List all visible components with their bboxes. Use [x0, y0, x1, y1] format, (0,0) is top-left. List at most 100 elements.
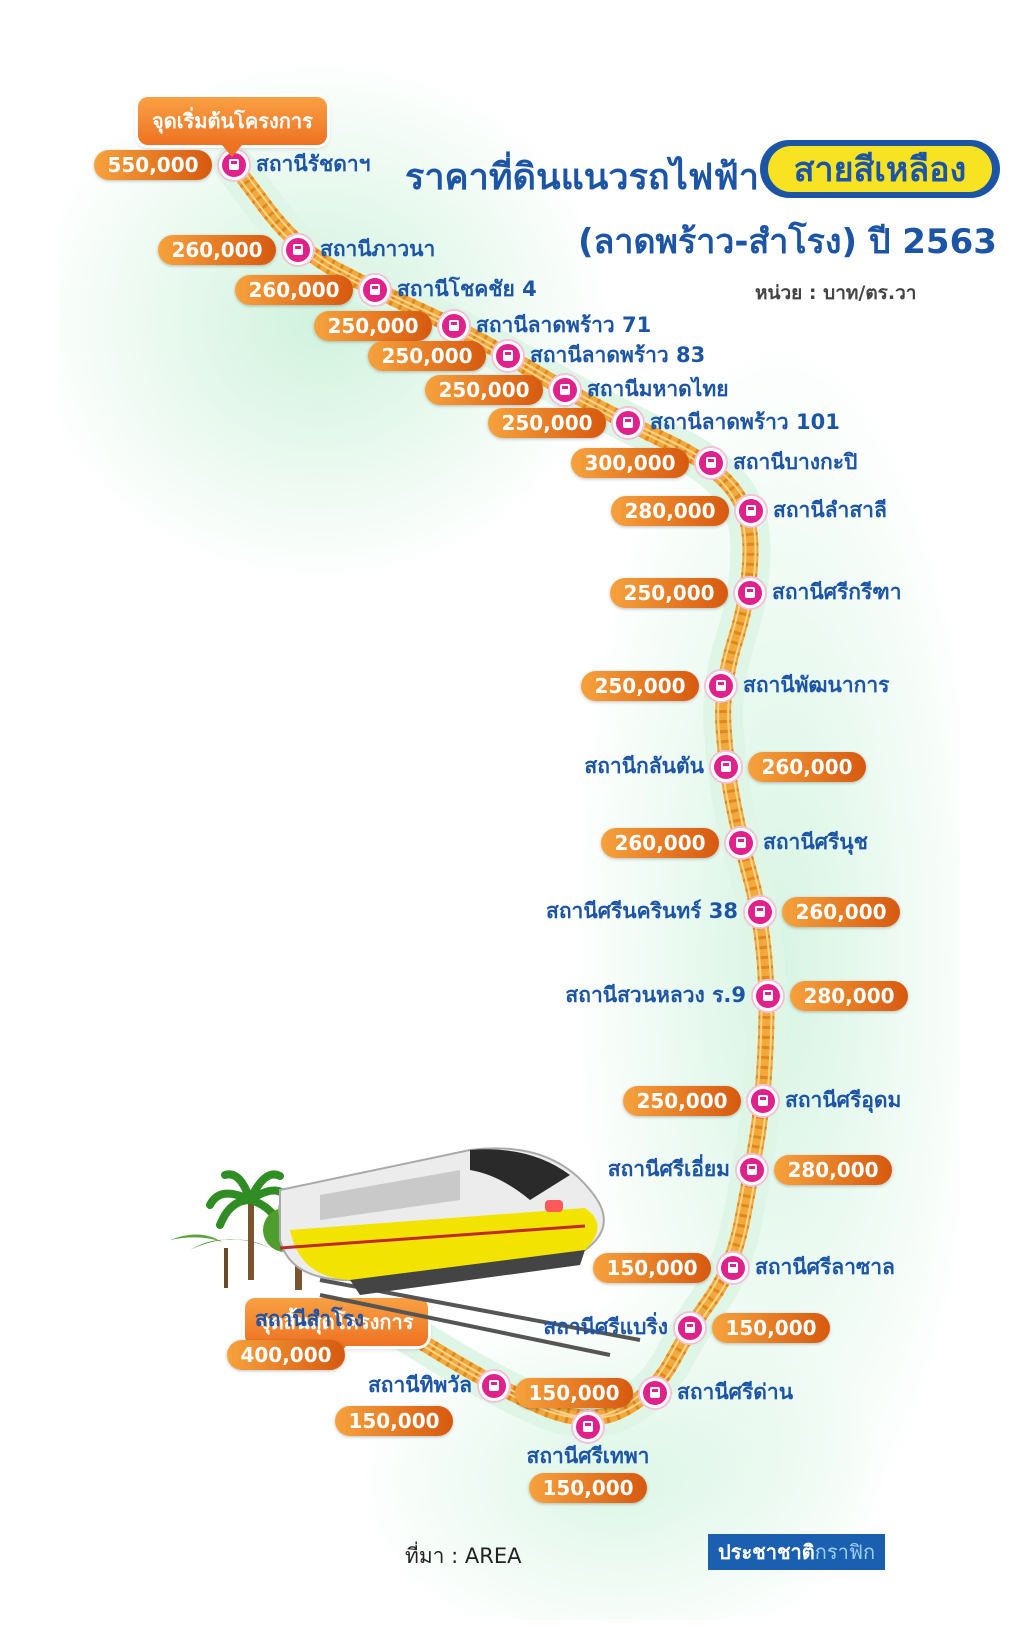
train-icon — [758, 1095, 768, 1106]
station-marker — [437, 309, 471, 343]
station-price: 280,000 — [611, 496, 729, 526]
station-price: 250,000 — [368, 341, 486, 371]
station-price: 250,000 — [314, 311, 432, 341]
station-price: 150,000 — [712, 1313, 830, 1343]
train-illustration — [170, 1147, 641, 1357]
tree-icon — [170, 1234, 270, 1288]
train-icon — [583, 1421, 593, 1432]
station-price: 250,000 — [488, 408, 606, 438]
station-marker — [281, 233, 315, 267]
station-price: 150,000 — [515, 1378, 633, 1408]
station-name: สถานีศรีลาซาล — [755, 1255, 895, 1279]
station-name: สถานีภาวนา — [320, 237, 436, 261]
station-name: สถานีศรีกรีฑา — [772, 580, 902, 604]
station-name: สถานีรัชดาฯ — [256, 152, 371, 176]
station-marker — [571, 1410, 605, 1444]
station-price: 150,000 — [529, 1473, 647, 1503]
station-name: สถานีลาดพร้าว 101 — [650, 410, 840, 434]
station-name: สถานีมหาดไทย — [587, 377, 729, 401]
station-price: 250,000 — [581, 671, 699, 701]
station-price: 260,000 — [748, 752, 866, 782]
start-callout: จุดเริ่มต้นโครงการ — [138, 97, 327, 157]
station-marker — [724, 826, 758, 860]
brand-name-a: ประชาชาติ — [718, 1540, 815, 1564]
station-price: 250,000 — [623, 1086, 741, 1116]
station-price: 250,000 — [610, 578, 728, 608]
station-name: สถานีกลันตัน — [584, 754, 704, 778]
title-line-2: (ลาดพร้าว-สำโรง) ปี 2563 — [578, 222, 997, 262]
station-marker — [548, 373, 582, 407]
station-name: สถานีศรีเอี่ยม — [607, 1157, 730, 1181]
train-icon — [370, 284, 380, 295]
station-name: สถานีศรีนครินทร์ 38 — [546, 899, 738, 923]
station-price: 150,000 — [593, 1253, 711, 1283]
station-name: สถานีศรีนุช — [763, 830, 868, 854]
train-icon — [706, 457, 716, 468]
train-icon — [716, 680, 726, 691]
train-icon — [623, 417, 633, 428]
station-marker — [743, 895, 777, 929]
station-marker — [751, 979, 785, 1013]
end-callout: จุดสิ้นสุดโครงการ — [245, 1298, 428, 1358]
train-icon — [503, 350, 513, 361]
station-price: 280,000 — [774, 1155, 892, 1185]
station-marker — [217, 148, 251, 182]
station-marker — [746, 1084, 780, 1118]
train-icon — [747, 1164, 757, 1175]
station-marker — [611, 406, 645, 440]
train-icon — [650, 1387, 660, 1398]
station-name: สถานีลาดพร้าว 71 — [476, 313, 652, 337]
station-price: 260,000 — [601, 828, 719, 858]
station-marker — [638, 1376, 672, 1410]
station-marker — [673, 1311, 707, 1345]
station-price: 300,000 — [571, 448, 689, 478]
train-icon — [736, 837, 746, 848]
train-icon — [229, 159, 239, 170]
station-price: 280,000 — [790, 981, 908, 1011]
station-name: สถานีพัฒนาการ — [743, 673, 890, 697]
station-price: 260,000 — [782, 897, 900, 927]
train-icon — [721, 761, 731, 772]
station-name: สถานีศรีด่าน — [677, 1380, 794, 1404]
train-icon — [560, 384, 570, 395]
station-price: 260,000 — [158, 235, 276, 265]
station-price: 550,000 — [94, 150, 212, 180]
station-marker — [477, 1369, 511, 1403]
station-marker — [735, 1153, 769, 1187]
brand-logo: ประชาชาติกราฟิก — [708, 1534, 886, 1570]
station-price: 150,000 — [335, 1406, 453, 1436]
station-name: สถานีศรีเทพา — [526, 1444, 650, 1468]
station-name: สถานีศรีแบริ่ง — [543, 1315, 668, 1339]
train-icon — [685, 1322, 695, 1333]
station-name: สถานีบางกะปิ — [733, 450, 858, 474]
station-name: สถานีโชคชัย 4 — [397, 277, 537, 301]
station-marker — [709, 750, 743, 784]
station-marker — [716, 1251, 750, 1285]
train-body — [279, 1147, 605, 1295]
station-marker — [734, 494, 768, 528]
train-icon — [755, 906, 765, 917]
train-icon — [449, 320, 459, 331]
station-marker — [733, 576, 767, 610]
station-name: สถานีลำสาลี — [773, 498, 887, 522]
station-name: สถานีสำโรง — [254, 1307, 364, 1331]
train-icon — [746, 505, 756, 516]
train-icon — [763, 990, 773, 1001]
brand-name-b: กราฟิก — [814, 1540, 876, 1564]
palm-tree-icon — [206, 1170, 294, 1280]
source-label: ที่มา : AREA — [405, 1544, 522, 1568]
station-price: 400,000 — [227, 1340, 345, 1370]
title-line-1: ราคาที่ดินแนวรถไฟฟ้า — [405, 157, 760, 198]
station-marker — [491, 339, 525, 373]
station-price: 260,000 — [235, 275, 353, 305]
station-marker — [694, 446, 728, 480]
title-highlight-pill: สายสีเหลือง — [760, 140, 1000, 198]
unit-label: หน่วย : บาท/ตร.วา — [755, 282, 917, 304]
station-marker — [704, 669, 738, 703]
station-name: สถานีลาดพร้าว 83 — [530, 343, 706, 367]
train-icon — [728, 1262, 738, 1273]
train-icon — [489, 1380, 499, 1391]
title-highlight: สายสีเหลือง — [768, 146, 992, 192]
station-name: สถานีสวนหลวง ร.9 — [565, 983, 746, 1007]
